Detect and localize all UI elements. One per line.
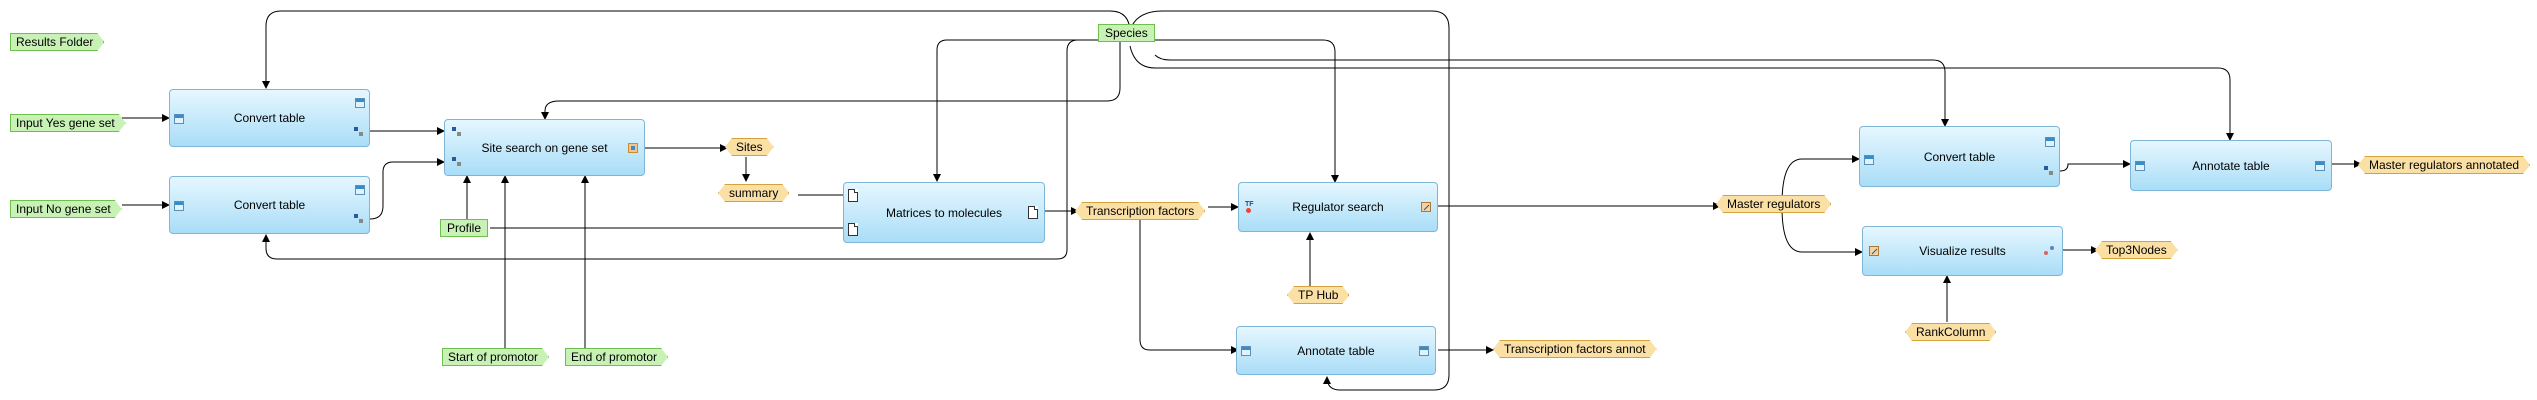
table-input-icon xyxy=(1864,155,1874,165)
rank-column-input[interactable]: RankColumn xyxy=(1905,323,1996,341)
results-folder-param[interactable]: Results Folder xyxy=(10,33,104,51)
summary-output[interactable]: summary xyxy=(718,184,789,202)
summary-label: summary xyxy=(729,186,779,200)
visualize-results-label: Visualize results xyxy=(1919,244,2006,258)
no-set-input-icon xyxy=(451,156,463,168)
table-output-icon xyxy=(2045,137,2055,147)
master-annotated-label: Master regulators annotated xyxy=(2369,158,2520,172)
regulator-search-node[interactable]: Regulator search xyxy=(1238,182,1438,232)
top3-label: Top3Nodes xyxy=(2106,243,2167,257)
table-output-icon xyxy=(355,185,365,195)
transcription-factors-label: Transcription factors xyxy=(1086,204,1195,218)
species-label: Species xyxy=(1105,26,1148,40)
genes-output-icon xyxy=(2043,165,2055,177)
edge-species-regulator xyxy=(1155,39,1339,183)
input-yes-label: Input Yes gene set xyxy=(16,116,115,130)
tf-annot-label: Transcription factors annot xyxy=(1504,342,1646,356)
profile-label: Profile xyxy=(447,221,482,235)
tp-hub-input[interactable]: TP Hub xyxy=(1287,286,1349,304)
edge-master-visualize xyxy=(1781,206,1863,256)
edge-species-site xyxy=(541,33,1121,120)
start-promotor-label: Start of promotor xyxy=(448,350,539,364)
edge-tf-annotate xyxy=(1139,218,1239,354)
master-annotated-output[interactable]: Master regulators annotated xyxy=(2358,156,2530,174)
table-output-icon xyxy=(2315,161,2325,171)
convert-table-master-node[interactable]: Convert table xyxy=(1859,126,2060,187)
convert-table-no-node[interactable]: Convert table xyxy=(169,176,370,234)
species-param[interactable]: Species xyxy=(1098,24,1155,42)
annotate-table-tf-label: Annotate table xyxy=(1297,343,1375,358)
end-promotor-label: End of promotor xyxy=(571,350,658,364)
edge-species-matrices xyxy=(933,39,1100,182)
end-promotor-param[interactable]: End of promotor xyxy=(565,348,668,366)
table-input-icon xyxy=(2135,161,2145,171)
annotate-table-master-label: Annotate table xyxy=(2192,158,2270,173)
convert-table-master-label: Convert table xyxy=(1923,149,1996,164)
edge-convert-annotate xyxy=(2059,160,2131,172)
table-input-icon xyxy=(174,201,184,211)
matrices-to-molecules-node[interactable]: Matrices to molecules xyxy=(843,182,1045,243)
annotate-table-master-node[interactable]: Annotate table xyxy=(2130,140,2332,191)
genes-output-icon xyxy=(353,213,365,225)
site-search-label: Site search on gene set xyxy=(481,140,608,155)
profile-input-icon xyxy=(848,223,858,236)
diagram-input-icon xyxy=(1869,246,1879,256)
table-input-icon xyxy=(174,114,184,124)
convert-table-no-label: Convert table xyxy=(233,198,306,212)
matrices-to-molecules-label: Matrices to molecules xyxy=(885,205,1003,220)
sites-output-icon xyxy=(628,143,638,153)
start-promotor-param[interactable]: Start of promotor xyxy=(442,348,549,366)
input-no-label: Input No gene set xyxy=(16,202,111,216)
edge-species-convert-master xyxy=(1154,54,1949,127)
tf-input-icon xyxy=(1245,201,1257,214)
yes-set-input-icon xyxy=(451,126,463,138)
table-output-icon xyxy=(355,98,365,108)
edge-species-annotate-master xyxy=(1129,45,2234,141)
convert-table-yes-node[interactable]: Convert table xyxy=(169,89,370,147)
edge-convert-no-site xyxy=(369,158,445,220)
sites-label: Sites xyxy=(736,140,763,154)
results-folder-label: Results Folder xyxy=(16,35,94,49)
profile-param[interactable]: Profile xyxy=(440,219,489,237)
regulator-search-label: Regulator search xyxy=(1292,200,1384,214)
table-output-icon xyxy=(1419,346,1429,356)
tf-annot-output[interactable]: Transcription factors annot xyxy=(1493,340,1657,358)
input-yes-param[interactable]: Input Yes gene set xyxy=(10,114,126,132)
sites-output[interactable]: Sites xyxy=(725,138,774,156)
summary-input-icon xyxy=(848,189,858,202)
annotate-table-tf-node[interactable]: Annotate table xyxy=(1236,326,1436,375)
top3-output[interactable]: Top3Nodes xyxy=(2095,241,2178,259)
site-search-node[interactable]: Site search on gene set xyxy=(444,119,645,176)
edge-species-convert-no xyxy=(262,39,1090,260)
tp-hub-label: TP Hub xyxy=(1298,288,1339,302)
molecules-output-icon xyxy=(1028,206,1038,219)
table-input-icon xyxy=(1241,346,1251,356)
graph-output-icon xyxy=(2044,246,2056,256)
edge-species-annotate-tf xyxy=(1129,10,1450,391)
input-no-param[interactable]: Input No gene set xyxy=(10,200,122,218)
rank-column-label: RankColumn xyxy=(1916,325,1986,339)
master-regulators-output[interactable]: Master regulators xyxy=(1716,195,1831,213)
master-regulators-label: Master regulators xyxy=(1727,197,1821,211)
transcription-factors-output[interactable]: Transcription factors xyxy=(1075,202,1205,220)
regulators-output-icon xyxy=(1421,202,1431,212)
edge-species-loop-convert-yes xyxy=(262,10,1131,89)
visualize-results-node[interactable]: Visualize results xyxy=(1862,226,2063,276)
genes-output-icon xyxy=(353,126,365,138)
convert-table-yes-label: Convert table xyxy=(233,111,306,125)
